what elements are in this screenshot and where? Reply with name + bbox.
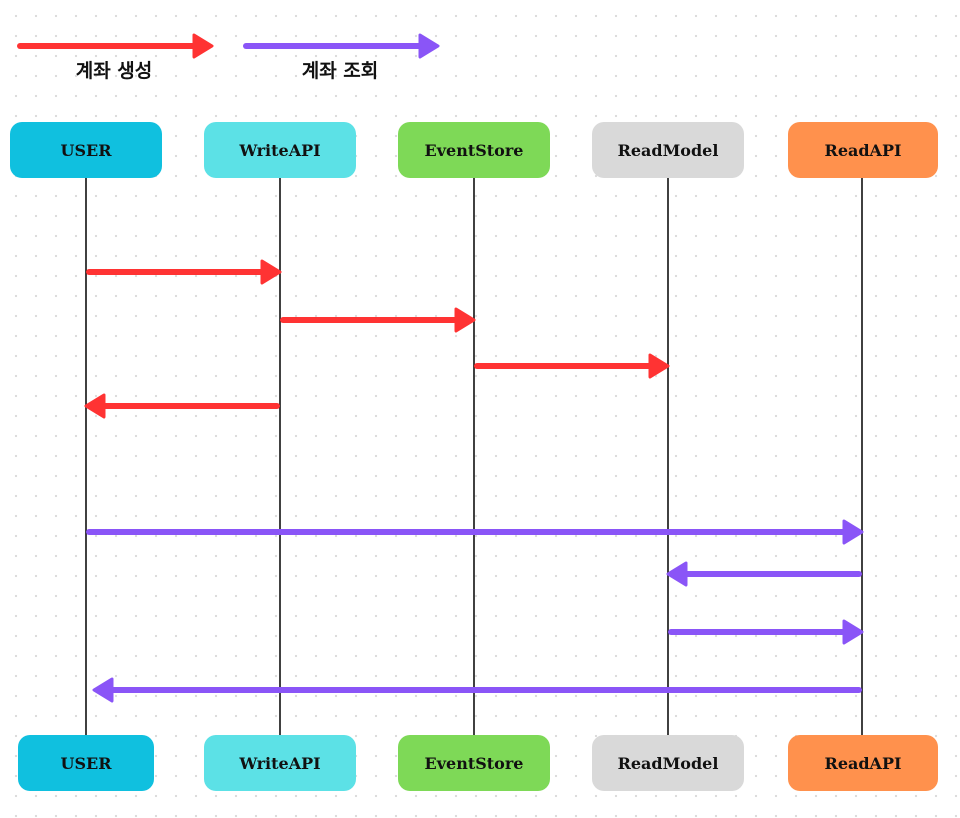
participant-box <box>592 735 744 791</box>
participant-label: WriteAPI <box>238 754 320 773</box>
message-arrow-2 <box>280 307 476 333</box>
participant-box <box>204 122 356 178</box>
participant-writeapi-top: WriteAPI <box>204 122 356 178</box>
participant-box <box>788 122 938 178</box>
lifelines <box>85 178 863 735</box>
legend-arrow-1 <box>17 33 214 59</box>
message-arrow-5 <box>86 519 864 545</box>
messages <box>84 259 864 703</box>
participant-user-bottom: USER <box>18 735 154 791</box>
participant-label: ReadAPI <box>825 754 902 773</box>
message-arrow-3 <box>474 353 670 379</box>
participant-box <box>788 735 938 791</box>
participant-readapi-bottom: ReadAPI <box>788 735 938 791</box>
message-arrow-8-head <box>92 677 114 703</box>
message-arrow-1 <box>86 259 282 285</box>
message-arrow-7 <box>668 619 864 645</box>
participant-box <box>10 122 162 178</box>
participant-label: ReadModel <box>618 754 719 773</box>
participant-label: EventStore <box>425 141 524 160</box>
message-arrow-6 <box>666 561 862 587</box>
legend-label-1: 계좌 생성 <box>76 60 153 82</box>
legend-arrow-2 <box>243 33 440 59</box>
participant-readmodel-top: ReadModel <box>592 122 744 178</box>
legend-arrow-1-head <box>192 33 214 59</box>
legend-arrow-2-head <box>418 33 440 59</box>
message-arrow-5-head <box>842 519 864 545</box>
message-arrow-1-head <box>260 259 282 285</box>
legend-label-2: 계좌 조회 <box>302 60 379 82</box>
participant-box <box>398 735 550 791</box>
participant-label: USER <box>61 754 113 773</box>
participant-readmodel-bottom: ReadModel <box>592 735 744 791</box>
message-arrow-4-head <box>84 393 106 419</box>
participant-box <box>204 735 356 791</box>
participant-label: EventStore <box>425 754 524 773</box>
participant-readapi-top: ReadAPI <box>788 122 938 178</box>
message-arrow-4 <box>84 393 280 419</box>
participant-eventstore-top: EventStore <box>398 122 550 178</box>
participant-box <box>18 735 154 791</box>
message-arrow-2-head <box>454 307 476 333</box>
participant-writeapi-bottom: WriteAPI <box>204 735 356 791</box>
message-arrow-3-head <box>648 353 670 379</box>
participant-box <box>398 122 550 178</box>
participant-label: ReadModel <box>618 141 719 160</box>
participant-user-top: USER <box>10 122 162 178</box>
message-arrow-6-head <box>666 561 688 587</box>
participant-label: ReadAPI <box>825 141 902 160</box>
message-arrow-7-head <box>842 619 864 645</box>
message-arrow-8 <box>92 677 862 703</box>
participant-label: WriteAPI <box>238 141 320 160</box>
legend: 계좌 생성 계좌 조회 <box>17 33 440 82</box>
participant-box <box>592 122 744 178</box>
participant-label: USER <box>61 141 113 160</box>
participant-eventstore-bottom: EventStore <box>398 735 550 791</box>
